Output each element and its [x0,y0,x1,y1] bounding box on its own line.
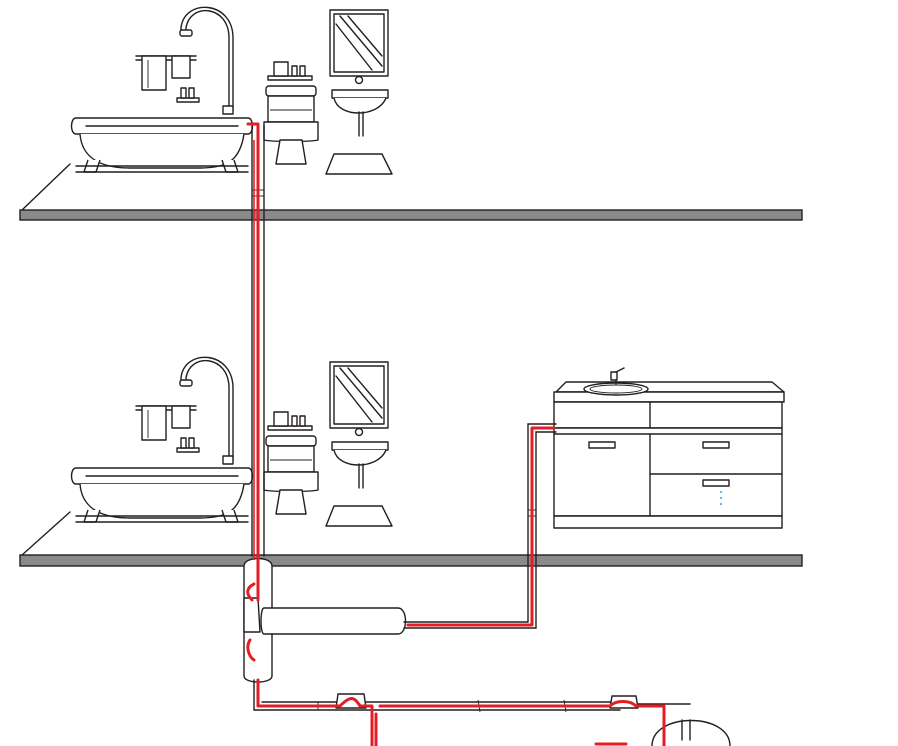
kitchen-drain [406,426,556,627]
upper-bathtub [70,6,254,173]
manhole [651,719,731,746]
water-drop [719,502,723,506]
lower-toilet [263,411,319,515]
pipe-sleeve [260,607,407,635]
upper-floor [19,6,803,221]
upper-floor-slab [19,209,803,221]
lower-bathtub [70,356,254,523]
drain-lines [246,122,666,746]
kitchen-cabinet [553,367,785,529]
water-drop [719,490,723,494]
drawer-handle [702,441,730,449]
upper-wall-line [21,163,71,211]
lower-wall-line [21,511,71,556]
lower-washbasin [325,361,393,527]
drawer-handle [702,479,730,487]
drain-stack [246,122,260,602]
lower-floor [19,356,803,567]
lower-floor-slab [19,554,803,567]
main-drain [256,678,374,746]
pipe-fitting [243,597,261,633]
cabinet-handle [588,441,616,449]
upper-washbasin [325,9,393,175]
upper-toilet [263,61,319,165]
water-drop [719,496,723,500]
